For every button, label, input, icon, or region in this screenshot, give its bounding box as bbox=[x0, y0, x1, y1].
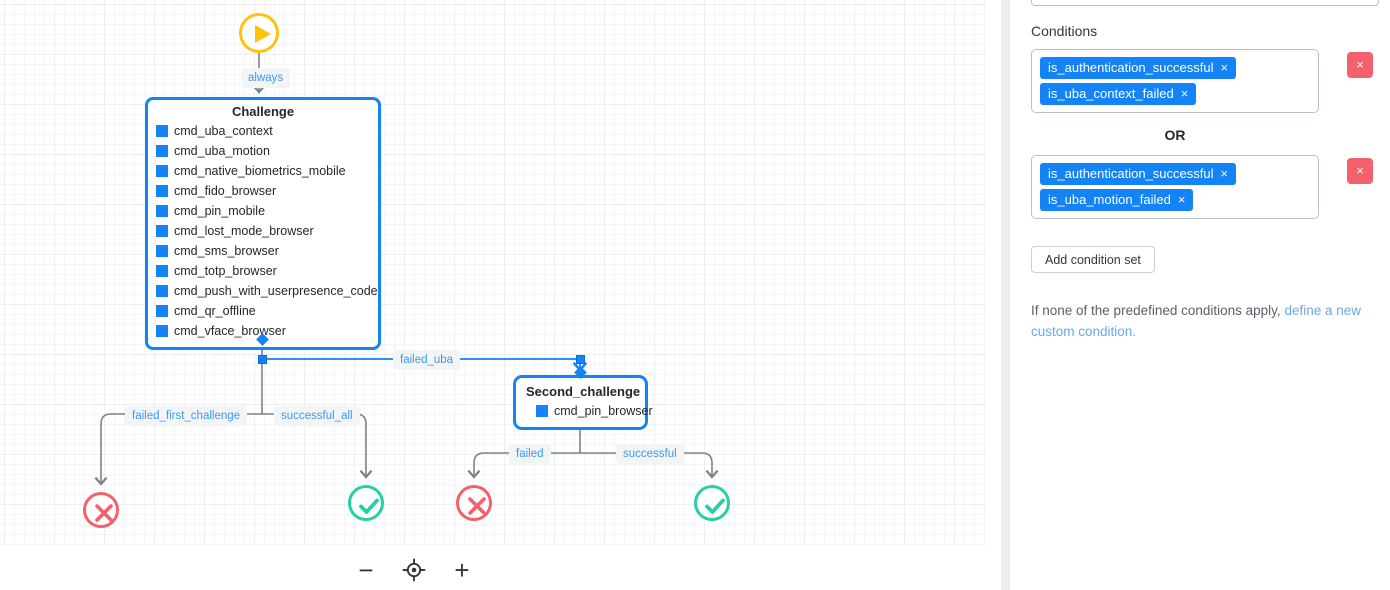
condition-set-2: is_authentication_successful × is_uba_mo… bbox=[1031, 155, 1319, 219]
terminal-fail-left[interactable] bbox=[83, 492, 119, 528]
custom-condition-hint-prefix: If none of the predefined conditions app… bbox=[1031, 303, 1285, 318]
edge-label-failed-first-challenge[interactable]: failed_first_challenge bbox=[125, 406, 248, 426]
list-item-label: cmd_fido_browser bbox=[174, 184, 277, 198]
list-item-label: cmd_native_biometrics_mobile bbox=[174, 164, 346, 178]
node-second-challenge-source-handle[interactable] bbox=[576, 355, 585, 364]
circle-check-icon bbox=[705, 498, 725, 514]
color-swatch-icon bbox=[156, 205, 168, 217]
list-item-label: cmd_push_with_userpresence_code bbox=[174, 284, 378, 298]
node-challenge-items: cmd_uba_context cmd_uba_motion cmd_nativ… bbox=[148, 121, 378, 347]
list-item-label: cmd_sms_browser bbox=[174, 244, 279, 258]
color-swatch-icon bbox=[156, 125, 168, 137]
list-item: cmd_vface_browser bbox=[156, 321, 370, 341]
list-item-label: cmd_uba_context bbox=[174, 124, 273, 138]
close-icon[interactable]: × bbox=[1220, 166, 1229, 181]
terminal-ok-left[interactable] bbox=[348, 485, 384, 521]
close-icon[interactable]: × bbox=[1220, 60, 1229, 75]
edge-label-failed[interactable]: failed bbox=[509, 444, 551, 464]
node-second-challenge-items: cmd_pin_browser bbox=[516, 401, 653, 427]
list-item: cmd_uba_motion bbox=[156, 141, 370, 161]
condition-set-2-chips: is_authentication_successful × is_uba_mo… bbox=[1040, 163, 1310, 211]
list-item: cmd_push_with_userpresence_code bbox=[156, 281, 378, 301]
condition-chip-label: is_uba_motion_failed bbox=[1048, 192, 1171, 207]
edge-label-failed-uba[interactable]: failed_uba bbox=[393, 350, 461, 370]
conditions-label: Conditions bbox=[1031, 23, 1098, 39]
close-icon[interactable]: × bbox=[1177, 192, 1186, 207]
node-second-challenge[interactable]: Second_challenge cmd_pin_browser bbox=[513, 375, 653, 430]
list-item-label: cmd_pin_browser bbox=[554, 404, 653, 418]
list-item: cmd_native_biometrics_mobile bbox=[156, 161, 370, 181]
list-item-label: cmd_totp_browser bbox=[174, 264, 277, 278]
condition-chip-label: is_authentication_successful bbox=[1048, 60, 1214, 75]
condition-chip-label: is_authentication_successful bbox=[1048, 166, 1214, 181]
edge-label-successful[interactable]: successful bbox=[616, 444, 684, 464]
list-item-label: cmd_uba_motion bbox=[174, 144, 270, 158]
circle-check-icon bbox=[359, 498, 379, 514]
define-custom-condition-link[interactable]: define a new custom condition. bbox=[1031, 303, 1361, 339]
condition-set-1: is_authentication_successful × is_uba_co… bbox=[1031, 49, 1319, 113]
condition-chip[interactable]: is_authentication_successful × bbox=[1040, 57, 1237, 79]
start-node[interactable] bbox=[239, 13, 279, 53]
color-swatch-icon bbox=[156, 165, 168, 177]
color-swatch-icon bbox=[156, 325, 168, 337]
close-icon[interactable]: × bbox=[1180, 86, 1189, 101]
list-item: cmd_uba_context bbox=[156, 121, 370, 141]
node-second-challenge-title: Second_challenge bbox=[526, 384, 641, 399]
list-item: cmd_pin_browser bbox=[524, 401, 653, 421]
list-item-label: cmd_pin_mobile bbox=[174, 204, 266, 218]
list-item: cmd_qr_offline bbox=[156, 301, 370, 321]
workflow-canvas[interactable]: Challenge cmd_uba_context cmd_uba_motion… bbox=[0, 0, 1000, 590]
condition-set-1-box[interactable]: is_authentication_successful × is_uba_co… bbox=[1031, 49, 1319, 113]
list-item: cmd_fido_browser bbox=[156, 181, 370, 201]
circle-x-icon bbox=[468, 497, 486, 515]
list-item: cmd_lost_mode_browser bbox=[156, 221, 370, 241]
delete-condition-set-2-button[interactable]: × bbox=[1347, 158, 1373, 184]
node-challenge[interactable]: Challenge cmd_uba_context cmd_uba_motion… bbox=[145, 97, 381, 350]
color-swatch-icon bbox=[156, 185, 168, 197]
or-separator-label: OR bbox=[1164, 127, 1186, 143]
color-swatch-icon bbox=[156, 225, 168, 237]
list-item: cmd_totp_browser bbox=[156, 261, 370, 281]
circle-x-icon bbox=[95, 504, 113, 522]
condition-set-2-box[interactable]: is_authentication_successful × is_uba_mo… bbox=[1031, 155, 1319, 219]
zoom-out-button[interactable]: − bbox=[358, 555, 374, 585]
color-swatch-icon bbox=[156, 245, 168, 257]
list-item: cmd_sms_browser bbox=[156, 241, 370, 261]
color-swatch-icon bbox=[536, 405, 548, 417]
condition-set-1-chips: is_authentication_successful × is_uba_co… bbox=[1040, 57, 1310, 105]
color-swatch-icon bbox=[156, 265, 168, 277]
condition-chip-label: is_uba_context_failed bbox=[1048, 86, 1174, 101]
custom-condition-hint: If none of the predefined conditions app… bbox=[1031, 300, 1361, 342]
condition-chip[interactable]: is_uba_context_failed × bbox=[1040, 83, 1197, 105]
recenter-icon bbox=[402, 558, 426, 582]
edge-label-successful-all[interactable]: successful_all bbox=[274, 406, 360, 426]
terminal-fail-right[interactable] bbox=[456, 485, 492, 521]
zoom-controls: − + bbox=[352, 556, 476, 584]
condition-chip[interactable]: is_uba_motion_failed × bbox=[1040, 189, 1194, 211]
list-item-label: cmd_lost_mode_browser bbox=[174, 224, 314, 238]
recenter-button[interactable] bbox=[400, 556, 428, 584]
partial-input-field[interactable] bbox=[1031, 0, 1379, 6]
list-item-label: cmd_vface_browser bbox=[174, 324, 286, 338]
color-swatch-icon bbox=[156, 305, 168, 317]
panel-divider[interactable] bbox=[1001, 0, 1010, 590]
zoom-in-button[interactable]: + bbox=[454, 555, 470, 585]
condition-chip[interactable]: is_authentication_successful × bbox=[1040, 163, 1237, 185]
node-challenge-source-handle[interactable] bbox=[258, 355, 267, 364]
play-icon bbox=[255, 25, 271, 43]
node-challenge-title: Challenge bbox=[231, 104, 295, 119]
edge-label-always[interactable]: always bbox=[241, 68, 291, 88]
add-condition-set-button[interactable]: Add condition set bbox=[1031, 246, 1155, 273]
color-swatch-icon bbox=[156, 285, 168, 297]
list-item: cmd_pin_mobile bbox=[156, 201, 370, 221]
color-swatch-icon bbox=[156, 145, 168, 157]
terminal-ok-right[interactable] bbox=[694, 485, 730, 521]
delete-condition-set-1-button[interactable]: × bbox=[1347, 52, 1373, 78]
list-item-label: cmd_qr_offline bbox=[174, 304, 256, 318]
